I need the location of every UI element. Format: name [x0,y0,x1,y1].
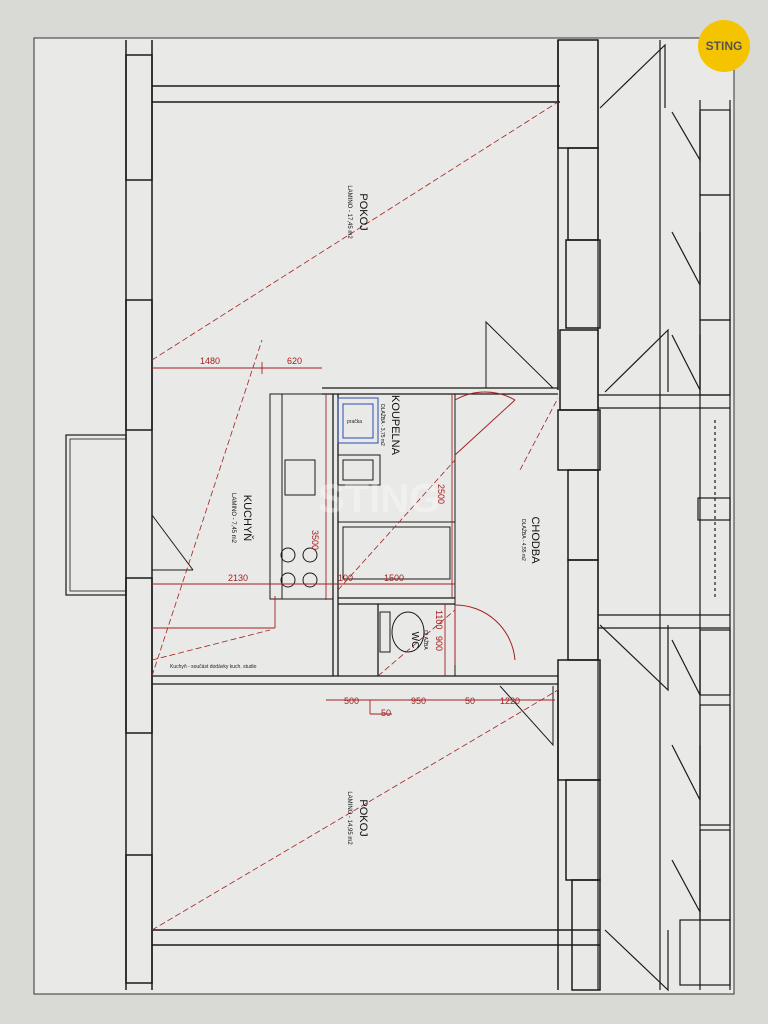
dimension-label: 100 [338,573,353,583]
stove-burner [302,547,318,563]
dimension-label: 950 [411,696,426,706]
room-area: LAMINO - 7,45 m2 [230,493,236,544]
room-area: DLAŽBA [422,630,430,650]
room-area: LAMINO - 14,95 m2 [346,791,352,845]
room-koupelna: KOUPELNA DLAŽBA - 3,75 m2 [379,395,401,456]
dimension-label: 500 [344,696,359,706]
dimension-label: 900 [434,636,444,651]
dimension-label: 620 [287,356,302,366]
dimension-label: 2130 [228,573,248,583]
dimension-label: 50 [465,696,475,706]
sink [337,454,381,486]
dimension-label: 1100 [434,610,444,629]
stove-burner [302,572,318,588]
dimension-label: 2500 [436,484,446,504]
dimension-label: 3500 [310,530,320,550]
room-name: KUCHYŇ [241,495,254,542]
room-wc: WC DLAŽBA [409,630,430,650]
room-area: DLAŽBA - 4,55 m2 [520,519,528,561]
stove-burner [280,547,296,563]
bottom-wall [152,929,600,946]
logo-badge [698,20,750,72]
paper-sheet [33,37,735,995]
dimension-label: 50 [381,708,391,718]
partition-walls [152,387,558,685]
room-name: POKOJ [357,193,369,230]
dimension-label: 1480 [200,356,220,366]
balcony-inner [69,438,127,592]
room-name: CHODBA [529,516,541,564]
room-area: DLAŽBA - 3,75 m2 [379,404,387,446]
room-chodba: CHODBA DLAŽBA - 4,55 m2 [520,516,541,564]
diagonal-lines [151,101,559,931]
room-name: KOUPELNA [389,395,401,456]
room-pokoj-bottom: POKOJ LAMINO - 14,95 m2 [346,791,369,845]
washing-machine [337,397,379,444]
fixture-label: pračka [347,419,362,425]
kitchen-counter [269,393,334,600]
room-area: LAMINO - 17,45 m2 [346,185,352,239]
toilet-bowl [391,611,425,653]
top-wall [152,85,560,103]
logo-text: STING [706,39,743,53]
watermark: STING [318,477,440,521]
kitchen-sink [284,459,316,496]
room-name: POKOJ [357,799,369,836]
room-name: WC [409,632,420,649]
dimension-lines [152,362,555,715]
kitchen-note: Kuchyň - součást dodávky kuch. studio [170,664,257,670]
right-structure [597,40,731,992]
dimension-label: 1220 [500,696,520,706]
room-kuchyn: KUCHYŇ LAMINO - 7,45 m2 [230,493,254,544]
dimension-label: 1500 [384,573,404,583]
stove-burner [280,572,296,588]
door-swings [151,320,554,747]
room-pokoj-top: POKOJ LAMINO - 17,45 m2 [346,185,369,239]
toilet-tank [379,611,391,653]
